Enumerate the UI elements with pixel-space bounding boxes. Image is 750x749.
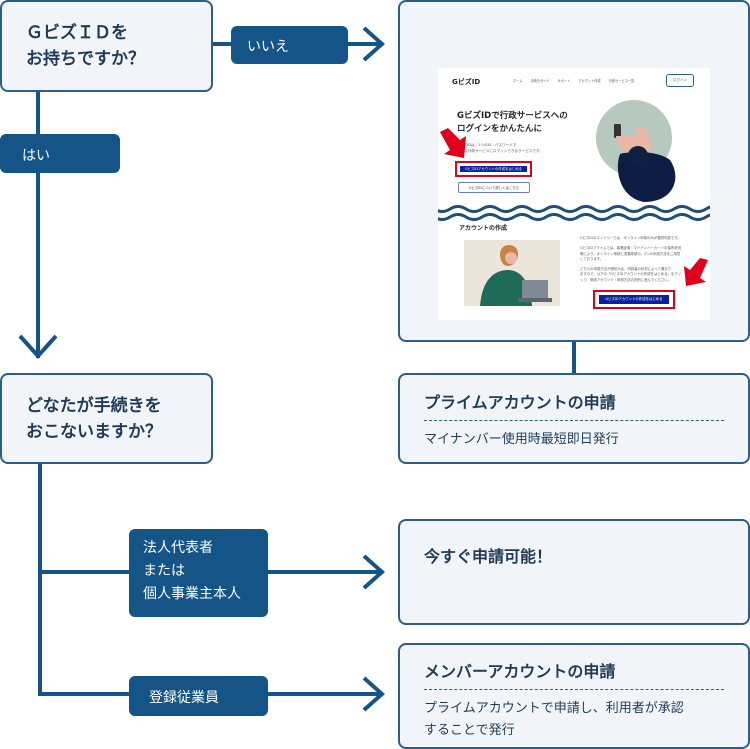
question-text: ＧビズＩＤを お持ちですか？	[26, 23, 145, 69]
site-hero-title: GビズIDで行政サービスへの ログインをかんたんに	[457, 111, 568, 134]
gbizid-site-screenshot: GビズID ホーム 手続きガイド サポート アカウント作成 行政サービス一覧 ロ…	[398, 0, 750, 342]
result-subtitle: マイナンバー使用時最短即日発行	[424, 432, 619, 447]
site-nav-item: 行政サービス一覧	[608, 79, 635, 83]
site-nav-item: アカウント作成	[578, 79, 601, 83]
arrow-head-right-icon	[362, 676, 386, 712]
result-title: メンバーアカウントの申請	[424, 662, 616, 681]
dashed-divider	[424, 689, 724, 690]
site-nav-item: ホーム	[513, 79, 523, 83]
dashed-divider	[424, 420, 724, 421]
site-nav: ホーム 手続きガイド サポート アカウント作成 行政サービス一覧	[513, 78, 634, 83]
hero-illustration	[596, 100, 676, 202]
label-representative: 法人代表者 または 個人事業主本人	[129, 529, 268, 617]
arrow-head-right-icon	[362, 554, 386, 590]
site-section-text: GビズIDのエントリーでは、オンライン申請のみが選択可能です。 GビズIDプライ…	[580, 236, 682, 282]
result-subtitle: プライムアカウントで申請し、利用者が承認 することで発行	[424, 701, 684, 738]
arrow-head-right-icon	[362, 26, 386, 62]
site-login-button: ログイン	[666, 74, 694, 87]
site-hero-description: GビズIDは、1つのID・パスワードで 様々な行政サービスにログインできるサービ…	[457, 143, 543, 153]
question-has-gbizid: ＧビズＩＤを お持ちですか？	[0, 0, 213, 92]
question-text: どなたが手続きを おこないますか？	[26, 396, 162, 442]
result-title: プライムアカウントの申請	[424, 393, 616, 412]
label-no: いいえ	[231, 26, 348, 64]
section-illustration	[464, 240, 560, 306]
site-create-button-highlight: GビズIDアカウントの作成をはじめる	[455, 161, 532, 177]
site-create-button-highlight: GビズIDアカウントの作成をはじめる	[593, 290, 675, 309]
red-arrow-icon	[684, 258, 708, 286]
site-nav-item: サポート	[557, 79, 571, 83]
result-member-account: メンバーアカウントの申請 プライムアカウントで申請し、利用者が承認 することで発…	[398, 643, 750, 749]
label-employee: 登録従業員	[129, 676, 268, 716]
result-title: 今すぐ申請可能！	[424, 547, 553, 566]
site-create-button: GビズIDアカウントの作成をはじめる	[460, 166, 527, 172]
site-more-button: GビズIDについて詳しくはこちら	[458, 182, 530, 193]
red-arrow-icon	[440, 128, 466, 158]
label-yes: はい	[0, 134, 120, 173]
wavy-divider	[438, 205, 710, 221]
site-section-title: アカウントの作成	[459, 225, 508, 232]
arrow-head-down-icon	[18, 334, 58, 359]
site-screenshot-image: GビズID ホーム 手続きガイド サポート アカウント作成 行政サービス一覧 ロ…	[438, 68, 710, 320]
site-create-button: GビズIDアカウントの作成をはじめる	[599, 295, 669, 304]
result-prime-account: プライムアカウントの申請 マイナンバー使用時最短即日発行	[398, 373, 750, 464]
result-apply-now: 今すぐ申請可能！	[398, 519, 750, 625]
site-logo: GビズID	[452, 78, 481, 86]
site-nav-item: 手続きガイド	[530, 79, 550, 83]
question-who-applies: どなたが手続きを おこないますか？	[0, 373, 213, 464]
